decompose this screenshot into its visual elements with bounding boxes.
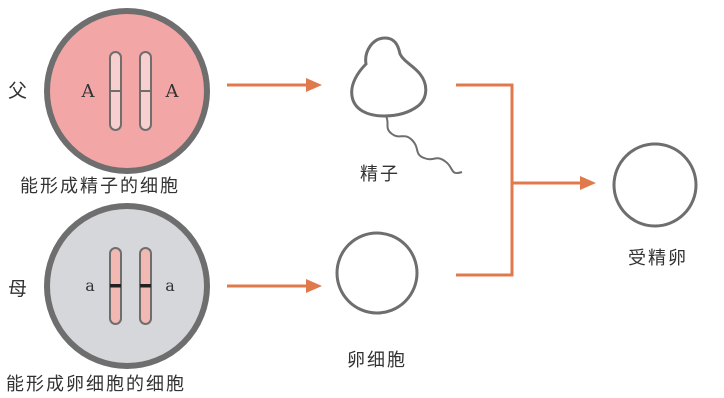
father-label: 父 bbox=[8, 80, 30, 102]
merge-connector bbox=[456, 83, 596, 277]
father-cell-membrane bbox=[44, 8, 210, 174]
mother-cell: a a bbox=[44, 203, 210, 369]
mother-label: 母 bbox=[8, 278, 30, 300]
father-cell-caption: 能形成精子的细胞 bbox=[20, 176, 180, 197]
arrow-father-to-sperm bbox=[227, 78, 322, 92]
mother-allele-left: a bbox=[85, 276, 95, 295]
father-allele-right: A bbox=[165, 81, 180, 102]
mother-cell-membrane bbox=[44, 203, 210, 369]
mother-chromosome-right bbox=[139, 247, 152, 325]
sperm-label: 精子 bbox=[360, 164, 400, 185]
mother-allele-right: a bbox=[165, 276, 175, 295]
father-cell: A A bbox=[44, 8, 210, 174]
sperm-head bbox=[350, 36, 428, 118]
zygote-label: 受精卵 bbox=[628, 248, 688, 269]
sperm-tail bbox=[385, 115, 463, 174]
father-allele-left: A bbox=[81, 81, 96, 102]
egg-cell bbox=[335, 231, 419, 315]
arrow-mother-to-egg bbox=[227, 279, 322, 293]
father-chromosome-right bbox=[139, 51, 152, 131]
egg-label: 卵细胞 bbox=[347, 350, 407, 371]
father-chromosome-left bbox=[109, 51, 122, 131]
mother-chromosome-left bbox=[109, 247, 122, 325]
sperm-cell bbox=[350, 36, 463, 174]
zygote-cell bbox=[612, 142, 698, 228]
mother-cell-caption: 能形成卵细胞的细胞 bbox=[6, 374, 186, 395]
